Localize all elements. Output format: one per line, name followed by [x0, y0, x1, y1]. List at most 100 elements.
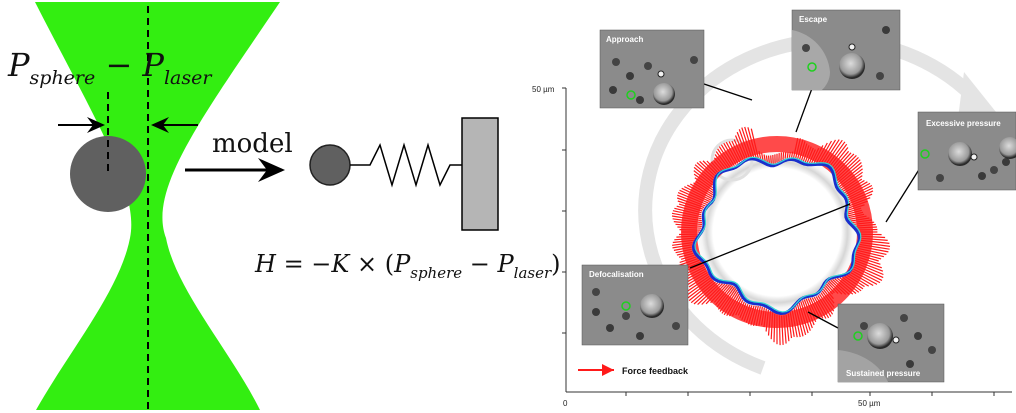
x-axis-ticks — [625, 392, 995, 396]
force-arrow — [823, 286, 834, 300]
force-arrow — [789, 312, 795, 337]
force-arrow — [802, 145, 810, 162]
force-arrow — [716, 285, 734, 308]
force-arrow — [674, 207, 702, 216]
force-arrow — [767, 155, 770, 164]
force-arrow — [852, 221, 875, 225]
force-arrow — [677, 192, 708, 206]
inset-escape: Escape — [791, 9, 901, 91]
force-arrow — [848, 193, 873, 205]
force-arrow — [828, 141, 846, 165]
force-arrow — [843, 179, 865, 194]
force-arrow — [824, 285, 834, 295]
force-arrow — [836, 277, 857, 294]
force-arrow — [758, 150, 762, 160]
inset-approach: Approach — [599, 29, 705, 109]
force-arrow — [859, 243, 890, 250]
force-arrow — [847, 209, 862, 215]
force-arrow — [807, 298, 818, 319]
force-arrow — [736, 131, 748, 158]
force-arrow — [731, 140, 742, 162]
force-arrow — [678, 258, 698, 267]
force-arrow — [860, 233, 882, 236]
force-arrow — [715, 151, 729, 169]
force-arrow — [737, 301, 745, 316]
force-arrow — [765, 155, 768, 163]
force-arrow — [720, 144, 735, 167]
force-arrow — [687, 184, 713, 200]
force-arrow — [693, 173, 714, 189]
force-arrow — [721, 289, 738, 314]
force-arrow — [848, 215, 867, 220]
laser-trap-schematic: Psphere − Plaser — [7, 2, 280, 410]
force-arrow — [677, 200, 704, 210]
force-arrow — [693, 182, 714, 196]
force-arrow — [679, 189, 709, 204]
force-arrow — [796, 304, 807, 336]
force-arrow — [728, 296, 741, 317]
laser-beam — [35, 2, 280, 410]
force-arrow — [773, 313, 776, 343]
force-arrow — [680, 254, 695, 260]
force-arrow — [821, 139, 837, 163]
force-arrow — [838, 168, 863, 188]
force-arrow — [733, 139, 744, 160]
force-arrow — [848, 190, 874, 203]
model-sphere — [309, 144, 351, 186]
force-arrow — [671, 215, 702, 222]
force-arrow — [791, 151, 794, 158]
force-arrow — [745, 305, 753, 323]
position-difference-label: Psphere − Plaser — [7, 46, 213, 89]
force-arrow — [847, 207, 862, 213]
force-arrow — [713, 157, 725, 170]
force-arrow — [848, 273, 870, 287]
force-arrow — [788, 152, 791, 158]
force-arrow — [672, 210, 702, 218]
force-arrow — [744, 126, 755, 158]
force-arrow — [677, 226, 702, 229]
force-arrow — [856, 226, 877, 229]
force-arrow — [673, 221, 703, 226]
force-arrow — [834, 278, 854, 295]
force-arrow — [820, 292, 835, 312]
force-arrow — [846, 274, 865, 288]
force-arrow — [717, 148, 731, 168]
force-arrow — [678, 252, 694, 258]
force-arrow — [850, 272, 874, 287]
force-arrow — [851, 219, 873, 224]
force-arrow — [854, 264, 884, 279]
force-arrow — [747, 305, 755, 325]
force-arrow — [811, 147, 820, 164]
force-arrow — [844, 181, 868, 196]
force-arrow — [699, 160, 716, 176]
force-arrow — [857, 247, 887, 255]
force-arrow — [710, 161, 720, 172]
force-arrow — [841, 276, 862, 292]
force-arrow — [767, 311, 772, 336]
trajectory-highlight — [694, 156, 862, 313]
force-arrow — [858, 228, 878, 231]
force-arrow — [785, 314, 790, 342]
force-arrow — [725, 141, 739, 164]
force-arrow — [672, 242, 693, 246]
force-arrow — [853, 268, 881, 284]
cycle-arrow-head — [958, 72, 996, 118]
y-axis-label: 50 µm — [532, 85, 555, 94]
force-arrow — [800, 301, 811, 331]
force-arrow — [701, 283, 723, 305]
force-arrow — [705, 283, 726, 305]
inset-escape-label: Escape — [799, 15, 828, 24]
inset-defocalisation: Defocalisation — [581, 264, 689, 346]
force-arrow — [723, 291, 739, 316]
force-arrow — [852, 270, 878, 285]
force-arrow — [687, 275, 710, 292]
force-arrow — [750, 128, 759, 159]
x-axis-label: 50 µm — [858, 399, 881, 408]
force-arrow — [697, 282, 721, 306]
force-arrow — [839, 277, 860, 293]
force-arrow — [848, 187, 874, 201]
spring — [350, 142, 462, 188]
force-arrow — [778, 315, 781, 346]
force-arrow — [835, 156, 859, 180]
